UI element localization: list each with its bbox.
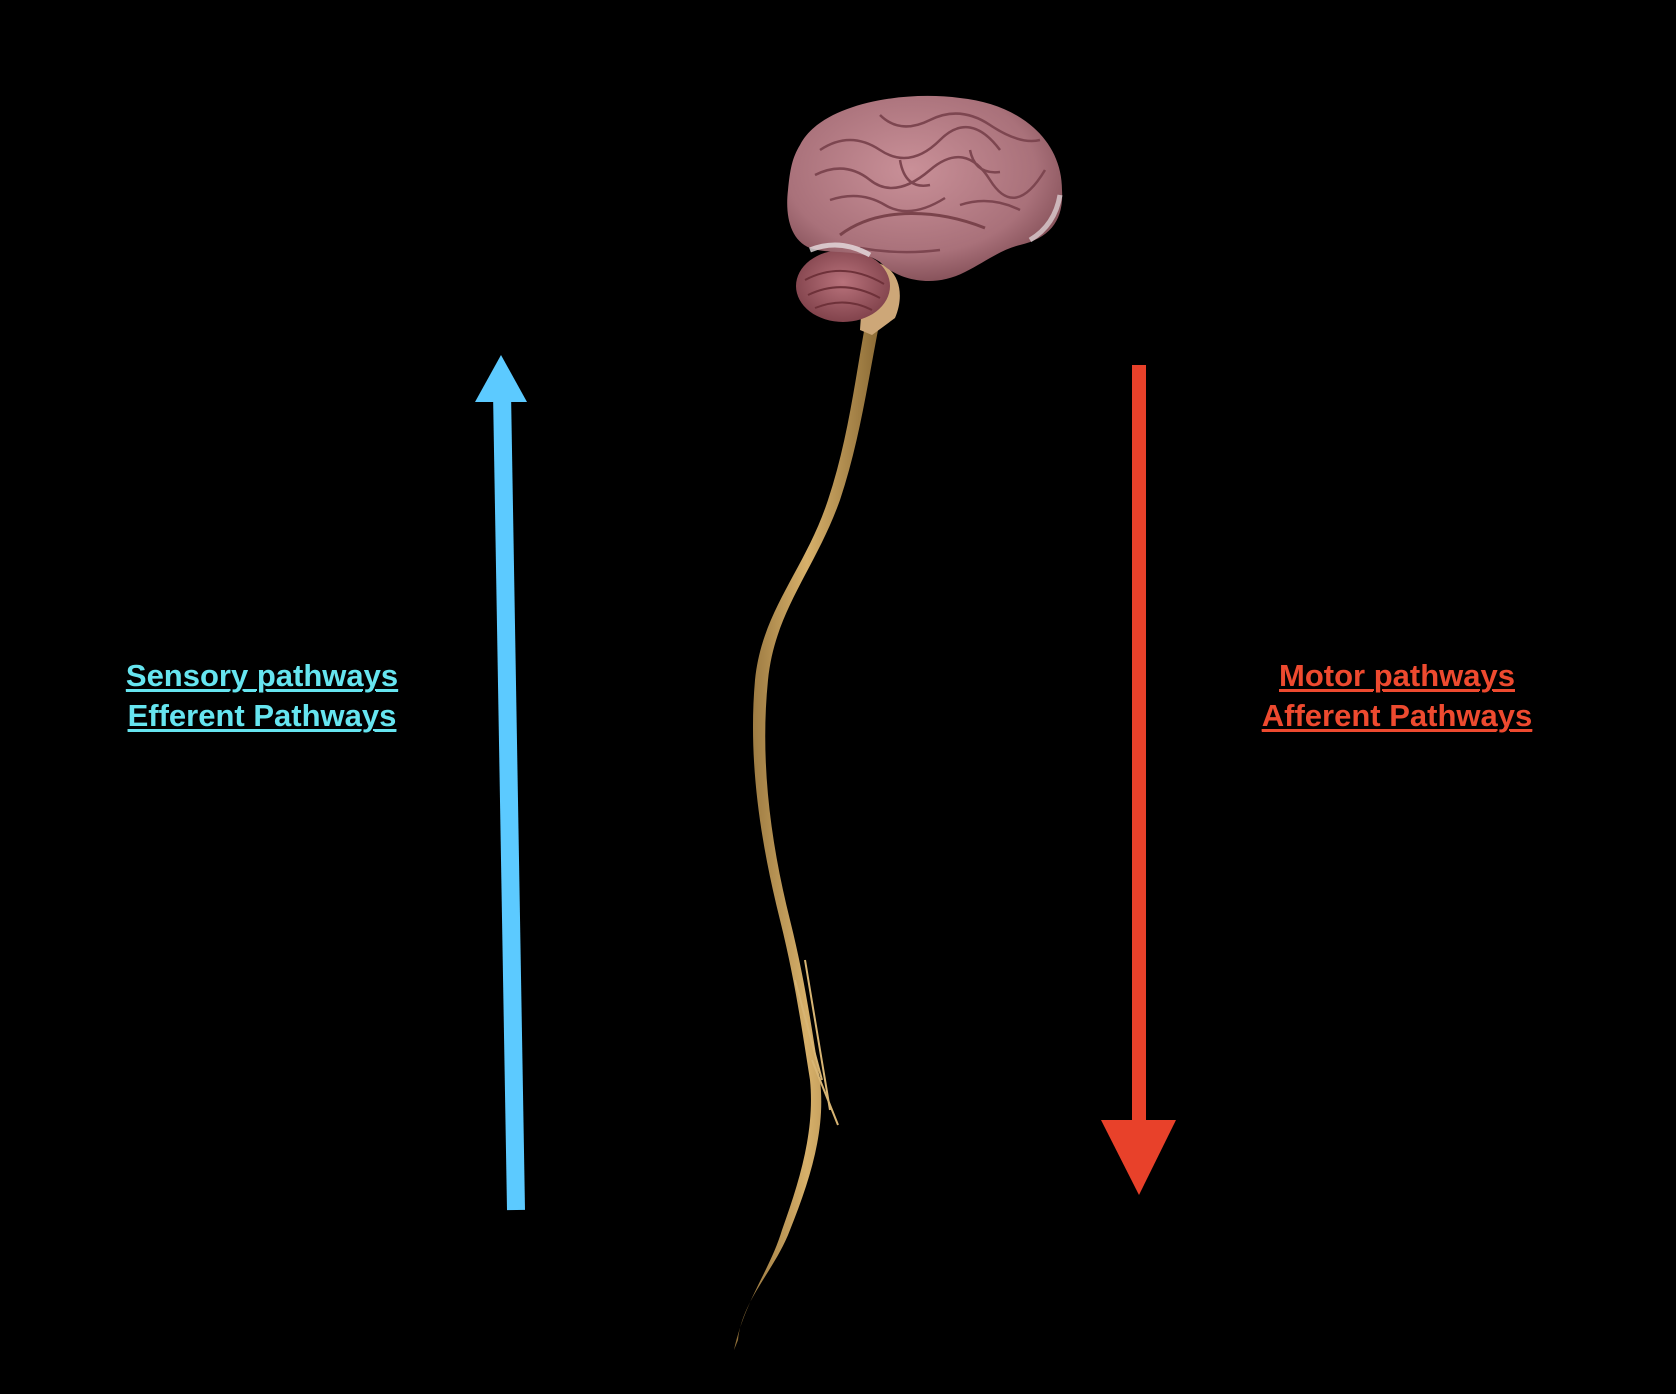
down-arrow: [1101, 365, 1176, 1195]
afferent-pathways-text: Afferent Pathways: [1261, 698, 1533, 733]
cerebellum: [796, 250, 890, 322]
cerebellum-folds: [804, 270, 885, 311]
motor-pathways-text: Motor pathways: [1279, 658, 1515, 693]
down-arrow-head: [1101, 1120, 1176, 1195]
meninges-highlight: [1028, 194, 1063, 243]
nerve-strand: [804, 959, 831, 1111]
brain-gyri: [814, 112, 1047, 254]
up-arrow-head: [475, 355, 527, 402]
sensory-pathways-text: Sensory pathways: [125, 658, 399, 693]
nerve-strand: [794, 979, 823, 1081]
spinal-cord: [734, 320, 880, 1350]
up-arrow: [475, 355, 527, 1211]
sensory-label: Sensory pathways Efferent Pathways: [62, 656, 462, 736]
up-arrow-shaft: [493, 391, 525, 1211]
lateral-sulcus: [839, 212, 986, 237]
meninges-highlight: [809, 242, 872, 258]
efferent-pathways-text: Efferent Pathways: [127, 698, 397, 733]
brain-spinal-cord-illustration: [734, 95, 1063, 1350]
nerve-strand: [811, 1059, 839, 1126]
motor-label: Motor pathways Afferent Pathways: [1197, 656, 1597, 736]
